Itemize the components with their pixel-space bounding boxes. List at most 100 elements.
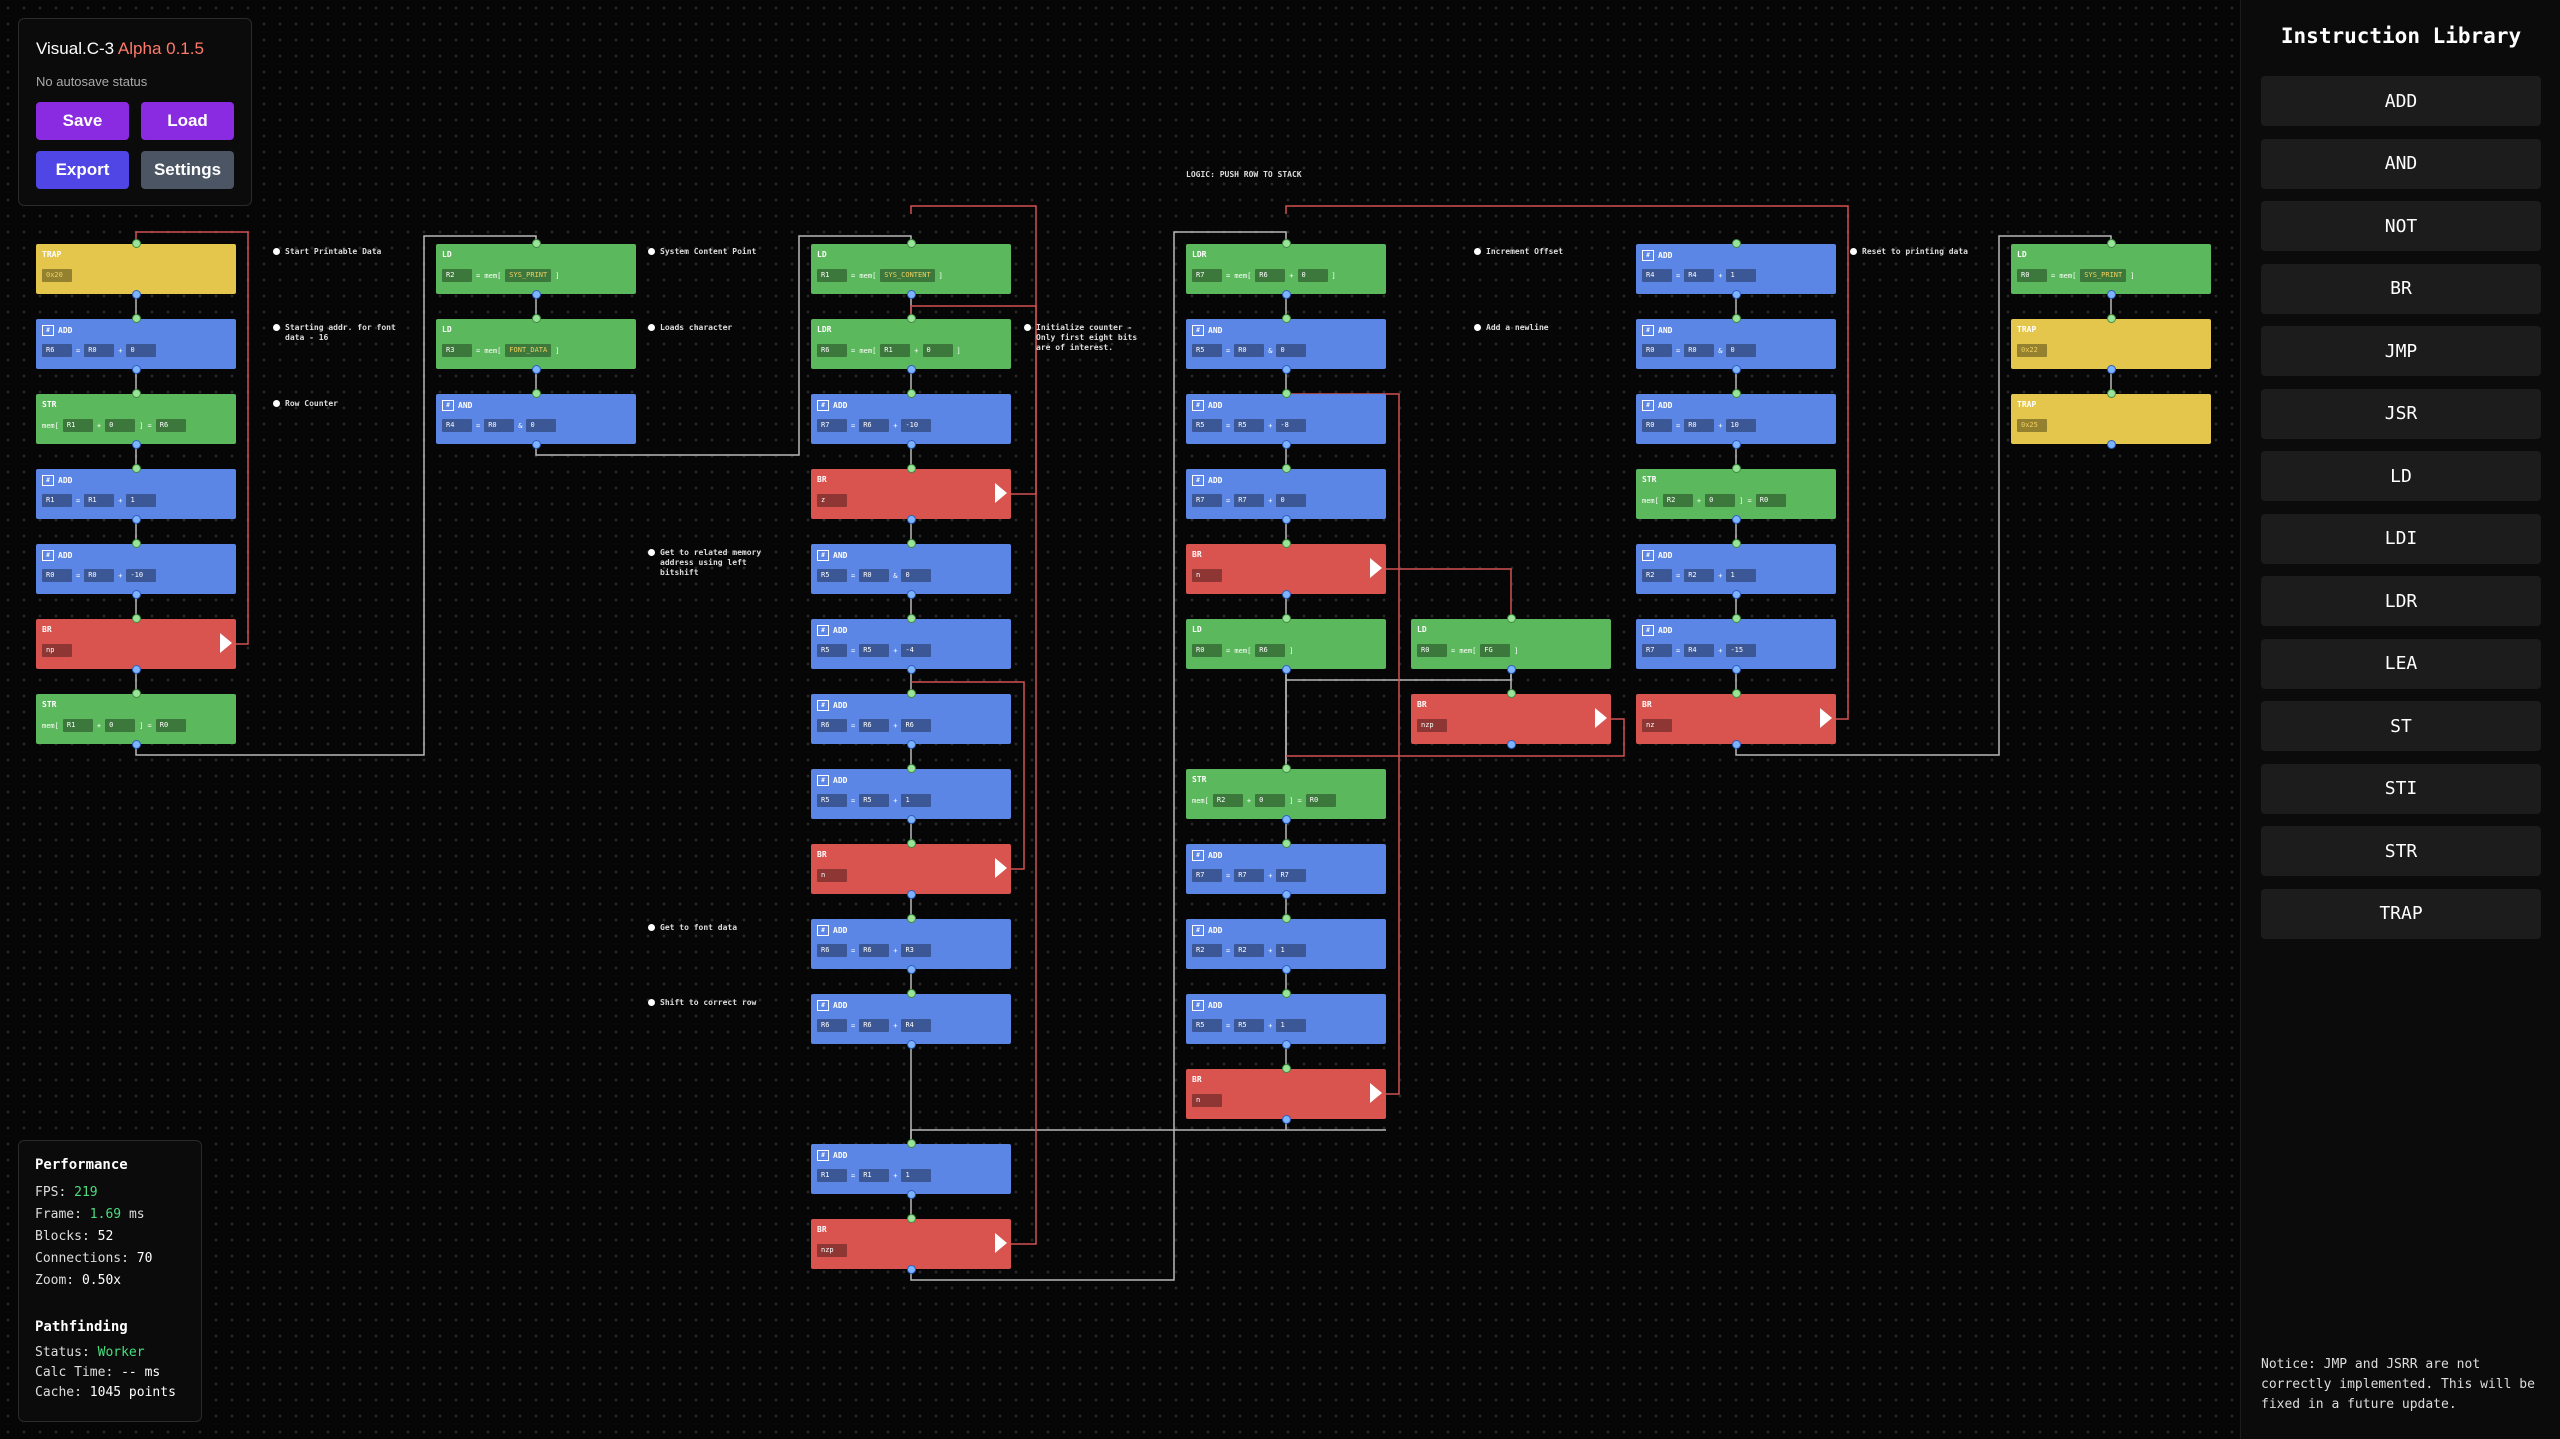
operand-field[interactable]: 0x22 (2017, 344, 2047, 357)
input-port[interactable] (1732, 614, 1741, 623)
operand-field[interactable]: R5 (817, 569, 847, 582)
output-port[interactable] (1282, 440, 1291, 449)
operand-field[interactable]: n (1192, 569, 1222, 582)
comment-anchor-dot[interactable] (648, 324, 655, 331)
operand-field[interactable]: R4 (442, 419, 472, 432)
operand-field[interactable]: R5 (1192, 419, 1222, 432)
operand-field[interactable]: R7 (1192, 869, 1222, 882)
output-port[interactable] (1507, 665, 1516, 674)
comment-anchor-dot[interactable] (273, 400, 280, 407)
immediate-toggle-icon[interactable]: # (1642, 250, 1654, 261)
operand-field[interactable]: 0x20 (42, 269, 72, 282)
input-port[interactable] (1282, 764, 1291, 773)
input-port[interactable] (1282, 539, 1291, 548)
operand-field[interactable]: 0x25 (2017, 419, 2047, 432)
operand-field[interactable]: R1 (62, 419, 93, 432)
input-port[interactable] (1732, 539, 1741, 548)
input-port[interactable] (907, 1214, 916, 1223)
operand-field[interactable]: 0 (922, 344, 953, 357)
input-port[interactable] (132, 689, 141, 698)
output-port[interactable] (2107, 365, 2116, 374)
comment-anchor-dot[interactable] (648, 248, 655, 255)
comment-anchor-dot[interactable] (273, 248, 280, 255)
immediate-toggle-icon[interactable]: # (1642, 400, 1654, 411)
output-port[interactable] (132, 290, 141, 299)
output-port[interactable] (907, 1190, 916, 1199)
operand-field[interactable]: 0 (1276, 494, 1307, 507)
immediate-toggle-icon[interactable]: # (1192, 400, 1204, 411)
library-item-str[interactable]: STR (2261, 826, 2541, 876)
operand-field[interactable]: R7 (1276, 869, 1307, 882)
library-item-jsr[interactable]: JSR (2261, 388, 2541, 439)
output-port[interactable] (1732, 590, 1741, 599)
output-port[interactable] (1282, 365, 1291, 374)
operand-field[interactable]: R5 (1234, 419, 1265, 432)
comment-anchor-dot[interactable] (1850, 248, 1857, 255)
immediate-toggle-icon[interactable]: # (817, 550, 829, 561)
immediate-toggle-icon[interactable]: # (817, 1000, 829, 1011)
operand-field[interactable]: R2 (1212, 794, 1243, 807)
comment-anchor-dot[interactable] (648, 924, 655, 931)
load-button[interactable]: Load (141, 102, 234, 140)
operand-field[interactable]: R1 (859, 1169, 890, 1182)
input-port[interactable] (1282, 464, 1291, 473)
input-port[interactable] (907, 839, 916, 848)
output-port[interactable] (1282, 590, 1291, 599)
input-port[interactable] (1282, 614, 1291, 623)
operand-field[interactable]: R0 (84, 569, 115, 582)
immediate-toggle-icon[interactable]: # (1192, 850, 1204, 861)
output-port[interactable] (132, 590, 141, 599)
operand-field[interactable]: R6 (1255, 644, 1286, 657)
output-port[interactable] (132, 365, 141, 374)
output-port[interactable] (907, 965, 916, 974)
immediate-toggle-icon[interactable]: # (817, 700, 829, 711)
operand-field[interactable]: R0 (1192, 644, 1222, 657)
operand-field[interactable]: R2 (1662, 494, 1693, 507)
output-port[interactable] (1282, 665, 1291, 674)
operand-field[interactable]: R1 (817, 269, 847, 282)
operand-field[interactable]: R6 (859, 419, 890, 432)
operand-field[interactable]: R5 (859, 644, 890, 657)
operand-field[interactable]: R5 (859, 794, 890, 807)
operand-field[interactable]: nzp (817, 1244, 847, 1257)
library-item-add[interactable]: ADD (2261, 76, 2541, 126)
input-port[interactable] (907, 764, 916, 773)
operand-field[interactable]: np (42, 644, 72, 657)
input-port[interactable] (532, 314, 541, 323)
immediate-toggle-icon[interactable]: # (442, 400, 454, 411)
operand-field[interactable]: R0 (1642, 419, 1672, 432)
input-port[interactable] (907, 314, 916, 323)
output-port[interactable] (532, 290, 541, 299)
immediate-toggle-icon[interactable]: # (1192, 925, 1204, 936)
operand-field[interactable]: n (817, 869, 847, 882)
comment-anchor-dot[interactable] (1474, 248, 1481, 255)
output-port[interactable] (1282, 965, 1291, 974)
operand-field[interactable]: 1 (901, 1169, 932, 1182)
output-port[interactable] (1732, 440, 1741, 449)
operand-field[interactable]: n (1192, 1094, 1222, 1107)
operand-field[interactable]: R0 (1684, 419, 1715, 432)
operand-field[interactable]: R0 (2017, 269, 2047, 282)
export-button[interactable]: Export (36, 151, 129, 189)
operand-field[interactable]: R7 (1192, 269, 1222, 282)
operand-field[interactable]: 1 (901, 794, 932, 807)
operand-field[interactable]: R6 (901, 719, 932, 732)
library-item-lea[interactable]: LEA (2261, 638, 2541, 689)
operand-field[interactable]: -10 (126, 569, 157, 582)
operand-field[interactable]: 10 (1726, 419, 1757, 432)
input-port[interactable] (532, 239, 541, 248)
input-port[interactable] (1282, 839, 1291, 848)
